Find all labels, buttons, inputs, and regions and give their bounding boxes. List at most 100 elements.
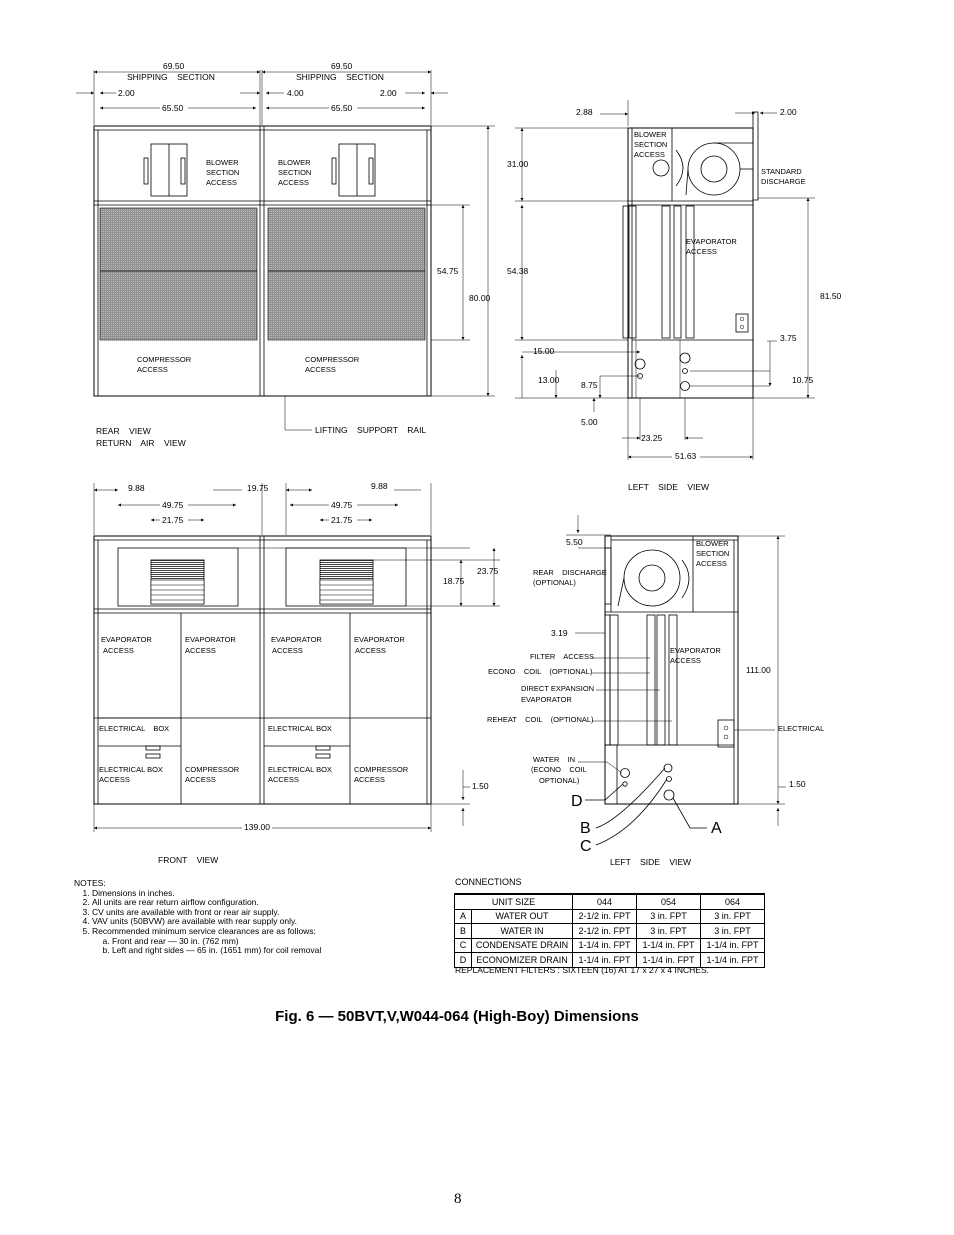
table-row: A WATER OUT 2-1/2 in. FPT 3 in. FPT 3 in… [454, 908, 765, 924]
lsb-blower-3: ACCESS [696, 559, 727, 568]
page-number: 8 [454, 1191, 462, 1207]
front-elec-access-1b: ELECTRICAL BOX [268, 765, 332, 774]
table-header-row: UNIT SIZE 044 054 064 [454, 893, 765, 910]
rear-blower-3b: ACCESS [278, 178, 309, 187]
front-evap-2c: ACCESS [272, 646, 303, 655]
header-cell: 044 [572, 893, 637, 910]
front-dim-139-00: 139.00 [244, 822, 270, 832]
replacement-filters-note: REPLACEMENT FILTERS : SIXTEEN (16) AT 17… [455, 965, 709, 975]
ls-dim-2-88: 2.88 [576, 107, 593, 117]
rear-blower-2a: SECTION [206, 168, 239, 177]
lsb-title: LEFT SIDE VIEW [610, 857, 691, 867]
ls-evap-2: ACCESS [686, 247, 717, 256]
rear-view-title-1: REAR VIEW [96, 426, 151, 436]
rear-view-title-2: RETURN AIR VIEW [96, 438, 186, 448]
front-elec-access-2a: ACCESS [99, 775, 130, 784]
ls-top-title: LEFT SIDE VIEW [628, 482, 709, 492]
rear-lifting-rail: LIFTING SUPPORT RAIL [315, 425, 426, 435]
row-key: C [454, 937, 472, 953]
table-row: D ECONOMIZER DRAIN 1-1/4 in. FPT 1-1/4 i… [454, 952, 765, 968]
front-dim-9-88-a: 9.88 [128, 483, 145, 493]
lsb-dx-1: DIRECT EXPANSION [521, 684, 594, 693]
ls-dim-15-00: 15.00 [533, 346, 555, 356]
lsb-letter-a: A [711, 820, 722, 837]
front-evap-2a: ACCESS [103, 646, 134, 655]
ls-dim-81-50: 81.50 [820, 291, 842, 301]
lsb-filter-access: FILTER ACCESS [530, 652, 594, 661]
lsb-letter-d: D [571, 793, 583, 810]
note-item: VAV units (50BVW) are available with rea… [92, 917, 414, 927]
front-evap-1b: EVAPORATOR [185, 635, 236, 644]
lsb-letter-b: B [580, 820, 591, 837]
lsb-blower-1: BLOWER [696, 539, 729, 548]
rear-blower-1b: BLOWER [278, 158, 311, 167]
notes-heading: NOTES: [74, 878, 106, 888]
ls-blower-2: SECTION [634, 140, 667, 149]
ls-dim-13-00: 13.00 [538, 375, 560, 385]
ls-std-1: STANDARD [761, 167, 802, 176]
lsb-dim-3-19: 3.19 [551, 628, 568, 638]
header-cell: 054 [636, 893, 701, 910]
ls-std-2: DISCHARGE [761, 177, 806, 186]
ls-dim-5-00: 5.00 [581, 417, 598, 427]
lsb-water-1: WATER IN [533, 755, 575, 764]
header-cell: UNIT SIZE [454, 893, 573, 910]
ls-dim-51-63: 51.63 [675, 451, 697, 461]
lsb-dim-5-50: 5.50 [566, 537, 583, 547]
ls-blower-3: ACCESS [634, 150, 665, 159]
rear-compressor-2b: ACCESS [305, 365, 336, 374]
row-cell: 1-1/4 in. FPT [636, 937, 701, 953]
rear-shipping-label-a: SHIPPING SECTION [127, 72, 215, 82]
front-elec-box-a: ELECTRICAL BOX [99, 724, 169, 733]
row-key: B [454, 923, 472, 939]
front-view-title: FRONT VIEW [158, 855, 218, 865]
ls-dim-3-75: 3.75 [780, 333, 797, 343]
row-desc: ECONOMIZER DRAIN [471, 952, 573, 968]
ls-dim-31-00: 31.00 [507, 159, 529, 169]
row-cell: 2-1/2 in. FPT [572, 908, 637, 924]
ls-dim-2-00: 2.00 [780, 107, 797, 117]
front-dim-19-75: 19.75 [247, 483, 269, 493]
lsb-electrical: ELECTRICAL [778, 724, 824, 733]
front-dim-21-75-b: 21.75 [331, 515, 353, 525]
rear-view: 69.50 69.50 SHIPPING SECTION SHIPPING SE… [76, 61, 495, 448]
rear-blower-3a: ACCESS [206, 178, 237, 187]
front-elec-access-2b: ACCESS [268, 775, 299, 784]
lsb-econo-coil: ECONO COIL (OPTIONAL) [488, 667, 593, 676]
front-comp-2a: ACCESS [185, 775, 216, 784]
rear-dim-65-50-a: 65.50 [162, 103, 184, 113]
lsb-reheat: REHEAT COIL (OPTIONAL) [487, 715, 594, 724]
lsb-dx-2: EVAPORATOR [521, 695, 572, 704]
front-dim-18-75: 18.75 [443, 576, 465, 586]
lsb-water-2: (ECONO COIL [531, 765, 587, 774]
row-cell: 3 in. FPT [636, 923, 701, 939]
ls-blower-1: BLOWER [634, 130, 667, 139]
lsb-rear-dis-2: (OPTIONAL) [533, 578, 576, 587]
front-evap-1a: EVAPORATOR [101, 635, 152, 644]
rear-dim-69-50-b: 69.50 [331, 61, 353, 71]
lsb-dim-1-50: 1.50 [789, 779, 806, 789]
dimension-drawing: 69.50 69.50 SHIPPING SECTION SHIPPING SE… [76, 61, 842, 867]
row-desc: WATER OUT [471, 908, 573, 924]
ls-dim-54-38: 54.38 [507, 266, 529, 276]
row-cell: 1-1/4 in. FPT [572, 937, 637, 953]
lsb-letter-c: C [580, 838, 592, 855]
lsb-evap-1: EVAPORATOR [670, 646, 721, 655]
front-evap-2d: ACCESS [355, 646, 386, 655]
ls-dim-8-75: 8.75 [581, 380, 598, 390]
front-evap-1d: EVAPORATOR [354, 635, 405, 644]
front-dim-23-75: 23.75 [477, 566, 499, 576]
front-view: 9.88 19.75 9.88 49.75 49.75 21.75 21.75 [93, 481, 500, 865]
note-item: All units are rear return airflow config… [92, 898, 414, 908]
note-subitem: Front and rear — 30 in. (762 mm) [112, 936, 414, 947]
table-row: C CONDENSATE DRAIN 1-1/4 in. FPT 1-1/4 i… [454, 937, 765, 953]
row-cell: 2-1/2 in. FPT [572, 923, 637, 939]
front-dim-1-50: 1.50 [472, 781, 489, 791]
rear-dim-4-00: 4.00 [287, 88, 304, 98]
left-side-view-bottom: 5.50 BLOWER SECTION ACCESS REAR DISCHARG… [487, 515, 824, 867]
rear-blower-1a: BLOWER [206, 158, 239, 167]
figure-caption: Fig. 6 — 50BVT,V,W044-064 (High-Boy) Dim… [275, 1008, 639, 1025]
row-cell: 1-1/4 in. FPT [700, 952, 765, 968]
ls-evap-1: EVAPORATOR [686, 237, 737, 246]
notes-list: Dimensions in inches. All units are rear… [74, 888, 414, 956]
